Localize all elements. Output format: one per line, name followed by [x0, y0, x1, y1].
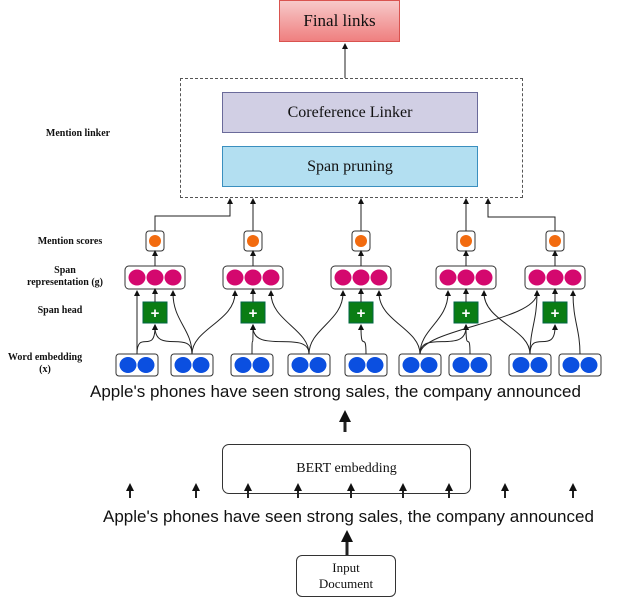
word-to-span-connector — [529, 290, 540, 355]
word-to-span-connector — [249, 324, 256, 355]
span-representation-label-line2: representation (g) — [26, 277, 103, 288]
word-to-span-connector — [358, 324, 367, 355]
word-embedding-node — [402, 357, 420, 373]
span-representation-node — [546, 269, 564, 286]
final-links-box: Final links — [279, 0, 400, 42]
word-embedding-node — [309, 357, 327, 373]
word-embedding-node — [452, 357, 470, 373]
word-embedding-node — [366, 357, 384, 373]
coreference-linker-label: Coreference Linker — [287, 103, 413, 121]
arrow-score-to-linker — [485, 198, 556, 231]
word-to-span-connector — [376, 290, 421, 355]
mention-score-node — [149, 235, 161, 247]
span-representation-node — [564, 269, 582, 286]
word-embedding-node — [174, 357, 192, 373]
mention-linker-frame — [180, 78, 523, 198]
plus-icon: + — [357, 305, 366, 322]
span-representation-node — [439, 269, 457, 286]
word-embedding-node — [470, 357, 488, 373]
word-to-span-connector — [529, 324, 558, 355]
word-to-span-connector — [191, 290, 238, 355]
word-embedding-node — [119, 357, 137, 373]
span-representation-node — [164, 269, 182, 286]
span-representation-label-line1: Span — [54, 265, 76, 276]
plus-icon: + — [151, 305, 160, 322]
final-links-label: Final links — [303, 11, 376, 30]
span-representation-node — [528, 269, 546, 286]
word-to-span-connector — [570, 290, 581, 355]
span-pruning-label: Span pruning — [307, 157, 393, 175]
word-to-span-connector — [419, 324, 469, 355]
word-to-span-connector — [136, 324, 158, 355]
word-to-span-connector — [419, 290, 451, 355]
input-document-line2: Document — [318, 576, 374, 591]
word-to-span-connector — [152, 324, 193, 355]
span-representation-node — [475, 269, 493, 286]
mention-score-node — [460, 235, 472, 247]
span-representation-node — [244, 269, 262, 286]
mention-linker-label: Mention linker — [45, 128, 111, 139]
plus-icon: + — [462, 305, 471, 322]
word-embedding-node — [291, 357, 309, 373]
word-to-span-connector — [250, 324, 310, 355]
word-to-span-connector — [481, 290, 531, 355]
mention-scores-label: Mention scores — [37, 236, 103, 247]
word-embedding-node — [137, 357, 155, 373]
word-to-span-connector — [419, 290, 540, 355]
word-embedding-node — [252, 357, 270, 373]
word-embedding-node — [420, 357, 438, 373]
word-embedding-node — [512, 357, 530, 373]
word-to-span-connector — [463, 324, 471, 355]
word-embedding-node — [580, 357, 598, 373]
word-embedding-node — [192, 357, 210, 373]
span-representation-node — [146, 269, 164, 286]
sentence-top: Apple's phones have seen strong sales, t… — [90, 382, 581, 401]
bert-embedding-label: BERT embedding — [296, 461, 397, 476]
word-embedding-label-line2: (x) — [39, 364, 51, 375]
mention-score-node — [247, 235, 259, 247]
word-embedding-node — [234, 357, 252, 373]
arrow-score-to-linker — [154, 198, 233, 231]
span-representation-node — [370, 269, 388, 286]
word-embedding-label-line1: Word embedding — [7, 352, 83, 363]
plus-icon: + — [551, 305, 560, 322]
coreference-linker-box: Coreference Linker — [222, 92, 478, 133]
span-representation-node — [457, 269, 475, 286]
span-pruning-box: Span pruning — [222, 146, 478, 187]
input-document-line1: Input — [332, 560, 360, 575]
word-to-span-connector — [268, 290, 310, 355]
word-embedding-node — [348, 357, 366, 373]
span-representation-label: Span representation (g) — [10, 265, 120, 289]
span-representation-node — [352, 269, 370, 286]
span-head-label: Span head — [37, 305, 83, 316]
span-representation-node — [128, 269, 146, 286]
mention-score-node — [355, 235, 367, 247]
plus-icon: + — [249, 305, 258, 322]
span-representation-node — [334, 269, 352, 286]
word-embedding-node — [530, 357, 548, 373]
word-embedding-label: Word embedding (x) — [0, 352, 90, 376]
span-representation-node — [262, 269, 280, 286]
bert-embedding-box: BERT embedding — [222, 444, 471, 494]
span-representation-node — [226, 269, 244, 286]
mention-score-node — [549, 235, 561, 247]
word-embedding-node — [562, 357, 580, 373]
sentence-bottom: Apple's phones have seen strong sales, t… — [103, 507, 594, 526]
word-to-span-connector — [170, 290, 193, 355]
word-to-span-connector — [308, 290, 346, 355]
